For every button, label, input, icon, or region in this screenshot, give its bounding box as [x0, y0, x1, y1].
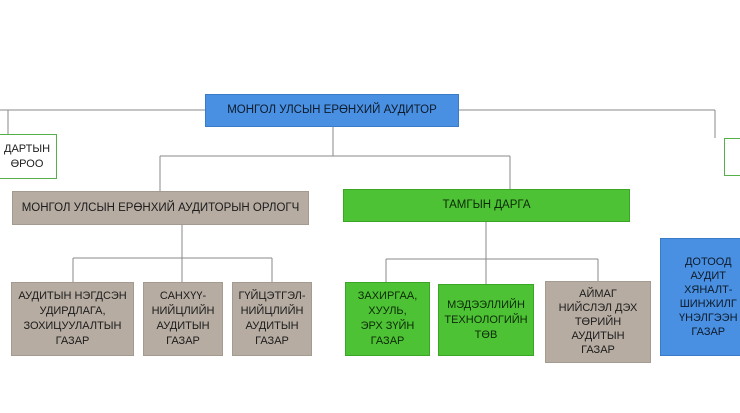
unit-box: САНХҮҮ- НИЙЦЛИЙН АУДИТЫН ГАЗАР: [143, 282, 223, 356]
right-partial-box: [724, 138, 740, 176]
general-auditor-box: МОНГОЛ УЛСЫН ЕРӨНХИЙ АУДИТОР: [205, 94, 459, 127]
deputy-auditor-box: МОНГОЛ УЛСЫН ЕРӨНХИЙ АУДИТОРЫН ОРЛОГЧ: [12, 191, 309, 225]
chief-secretary-box: ТАМГЫН ДАРГА: [343, 189, 630, 222]
unit-box: МЭДЭЭЛЛИЙН ТЕХНОЛОГИЙН ТӨВ: [438, 284, 534, 356]
internal-audit-box: ДОТООД АУДИТ ХЯНАЛТ- ШИНЖИЛГ ҮНЭЛГЭЭН ГА…: [660, 238, 740, 356]
unit-box: АЙМАГ НИЙСЛЭЛ ДЭХ ТӨРИЙН АУДИТЫН ГАЗАР: [545, 281, 651, 363]
unit-box: ЗАХИРГАА, ХУУЛЬ, ЭРХ ЗҮЙН ГАЗАР: [345, 282, 430, 356]
left-council-box: ДАРТЫН ӨРОО: [0, 134, 57, 179]
unit-box: АУДИТЫН НЭГДСЭН УДИРДЛАГА, ЗОХИЦУУЛАЛТЫН…: [11, 282, 134, 356]
unit-box: ГҮЙЦЭТГЭЛ- НИЙЦЛИЙН АУДИТЫН ГАЗАР: [232, 282, 312, 356]
